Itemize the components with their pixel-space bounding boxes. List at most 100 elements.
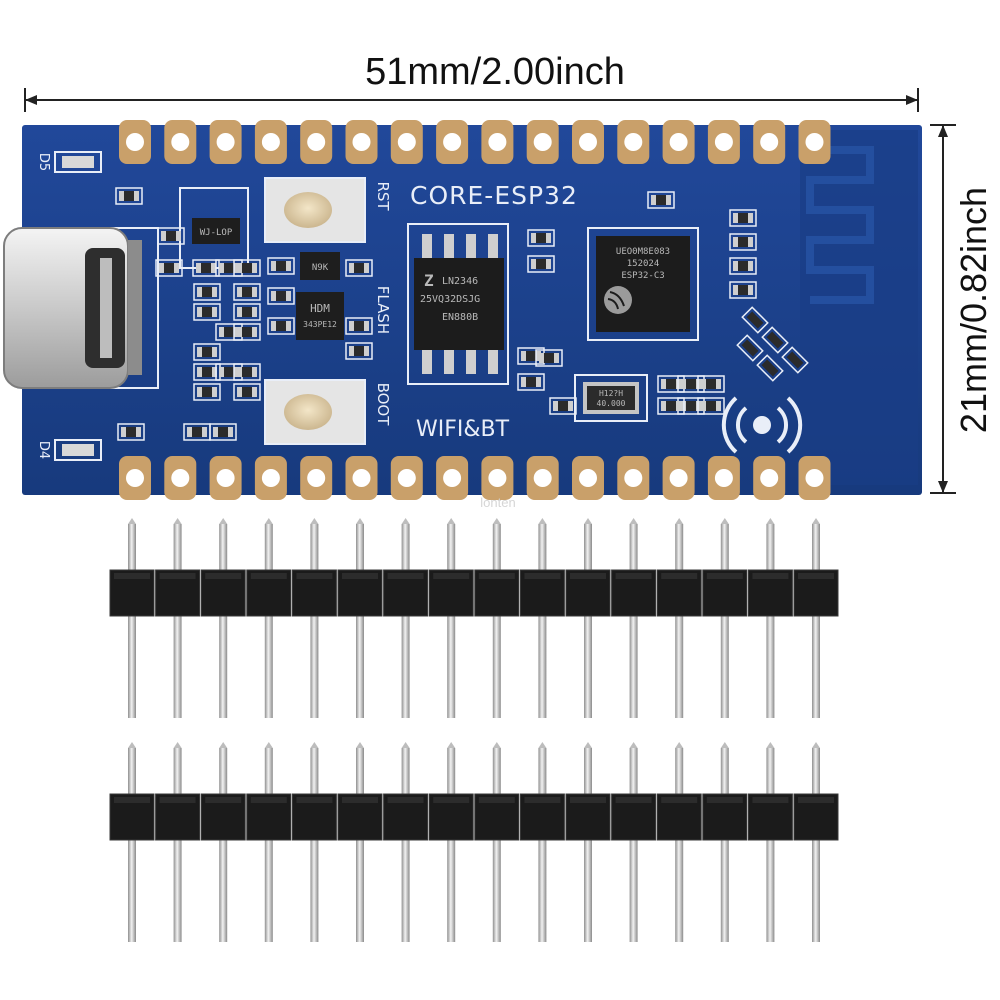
smd-component <box>193 283 221 301</box>
flash-label: FLASH <box>374 286 392 334</box>
smd-component <box>756 354 784 382</box>
header-pin <box>584 518 592 718</box>
pin-pad <box>254 120 287 164</box>
header-pin <box>812 518 820 718</box>
smd-component <box>729 281 757 299</box>
smd-component <box>233 383 261 401</box>
antenna-area <box>800 130 918 485</box>
width-dimension: 51mm/2.00inch <box>24 51 919 112</box>
pin-pad <box>390 120 423 164</box>
pin-pad <box>209 120 242 164</box>
pin-pad <box>119 456 151 500</box>
smd-component <box>535 349 563 367</box>
header-pin <box>128 518 136 718</box>
pin-pad <box>436 456 469 500</box>
header-pin <box>310 742 319 942</box>
pin-header-strip-1 <box>109 518 839 718</box>
smd-component <box>267 257 295 275</box>
pin-pad <box>617 456 650 500</box>
pin-pad <box>798 456 831 500</box>
esp32-board: D5 D4 WJ-LOP RST FLASH N9K <box>3 120 922 500</box>
pin-pad <box>617 120 650 164</box>
header-pin <box>356 742 364 942</box>
top-pin-pads <box>119 120 831 164</box>
pin-pad <box>164 120 197 164</box>
flash-chip-line2: 25VQ32DSJG <box>420 294 480 305</box>
header-pin <box>584 742 592 942</box>
smd-component <box>193 343 221 361</box>
antenna-trace <box>806 146 874 304</box>
header-pin <box>128 742 136 942</box>
smd-component <box>233 363 261 381</box>
watermark: lonten <box>480 495 515 510</box>
led-d4-label: D4 <box>36 441 51 459</box>
smd-component <box>233 283 261 301</box>
smd-component <box>157 227 185 245</box>
mcu-chip-line1: ESP32-C3 <box>621 271 664 281</box>
pin-pad <box>209 456 242 500</box>
header-pin <box>264 742 273 942</box>
header-pin <box>264 518 273 718</box>
mosfet: N9K <box>300 252 340 280</box>
header-pin <box>173 518 182 718</box>
rst-label: RST <box>374 181 392 211</box>
smd-component <box>193 383 221 401</box>
smd-component <box>267 287 295 305</box>
smd-component <box>267 317 295 335</box>
header-pin <box>720 742 729 942</box>
regulator-marking: WJ-LOP <box>200 228 233 238</box>
header-pin <box>401 742 410 942</box>
pin-pad <box>753 120 786 164</box>
pin-header-strip-2 <box>109 742 839 942</box>
board-title: CORE-ESP32 <box>410 181 578 210</box>
smd-component <box>729 233 757 251</box>
boot-button: BOOT <box>264 379 392 445</box>
flash-chip-line1: LN2346 <box>442 276 478 287</box>
header-pin <box>492 518 501 718</box>
pin-pad <box>707 120 740 164</box>
pin-pad <box>119 120 151 164</box>
crystal-line1: H12?H <box>599 389 623 398</box>
header-pin <box>356 518 364 718</box>
chip-pin <box>488 234 498 260</box>
pin-pad <box>164 456 197 500</box>
smd-component <box>345 317 373 335</box>
smd-component <box>345 259 373 277</box>
smd-component <box>729 257 757 275</box>
smd-component <box>761 326 789 354</box>
smd-component <box>781 346 809 374</box>
pin-pad <box>390 456 423 500</box>
bottom-pin-pads <box>119 456 831 500</box>
smd-component <box>209 423 237 441</box>
header-pin <box>447 742 456 942</box>
smd-component <box>155 259 183 277</box>
usb-chip-marking-2: 343PE12 <box>303 320 337 329</box>
pin-pad <box>753 456 786 500</box>
led-d4: D4 <box>36 439 102 461</box>
smd-component <box>233 323 261 341</box>
chip-pin <box>444 234 454 260</box>
pin-pad <box>572 120 604 164</box>
usb-bridge-chip: HDM 343PE12 <box>296 292 344 340</box>
smd-component <box>345 342 373 360</box>
pin-pad <box>481 120 514 164</box>
header-pin <box>173 742 182 942</box>
header-pin <box>401 518 410 718</box>
pin-pad <box>526 120 559 164</box>
header-pin <box>675 518 684 718</box>
pin-pad <box>572 456 604 500</box>
chip-pin <box>466 348 476 374</box>
smd-component <box>117 423 145 441</box>
rst-button: RST <box>264 177 392 243</box>
esp32-c3-chip: UEO0M8E083 152024 ESP32-C3 <box>587 227 699 341</box>
header-pin <box>675 742 684 942</box>
pin-pad <box>436 120 469 164</box>
height-dimension: 21mm/0.82inch <box>930 124 994 494</box>
pin-pad <box>481 456 514 500</box>
height-label: 21mm/0.82inch <box>953 187 994 433</box>
smd-component <box>736 334 764 362</box>
usb-c-connector <box>3 227 159 389</box>
header-pin <box>766 742 775 942</box>
smd-passives <box>115 187 809 441</box>
